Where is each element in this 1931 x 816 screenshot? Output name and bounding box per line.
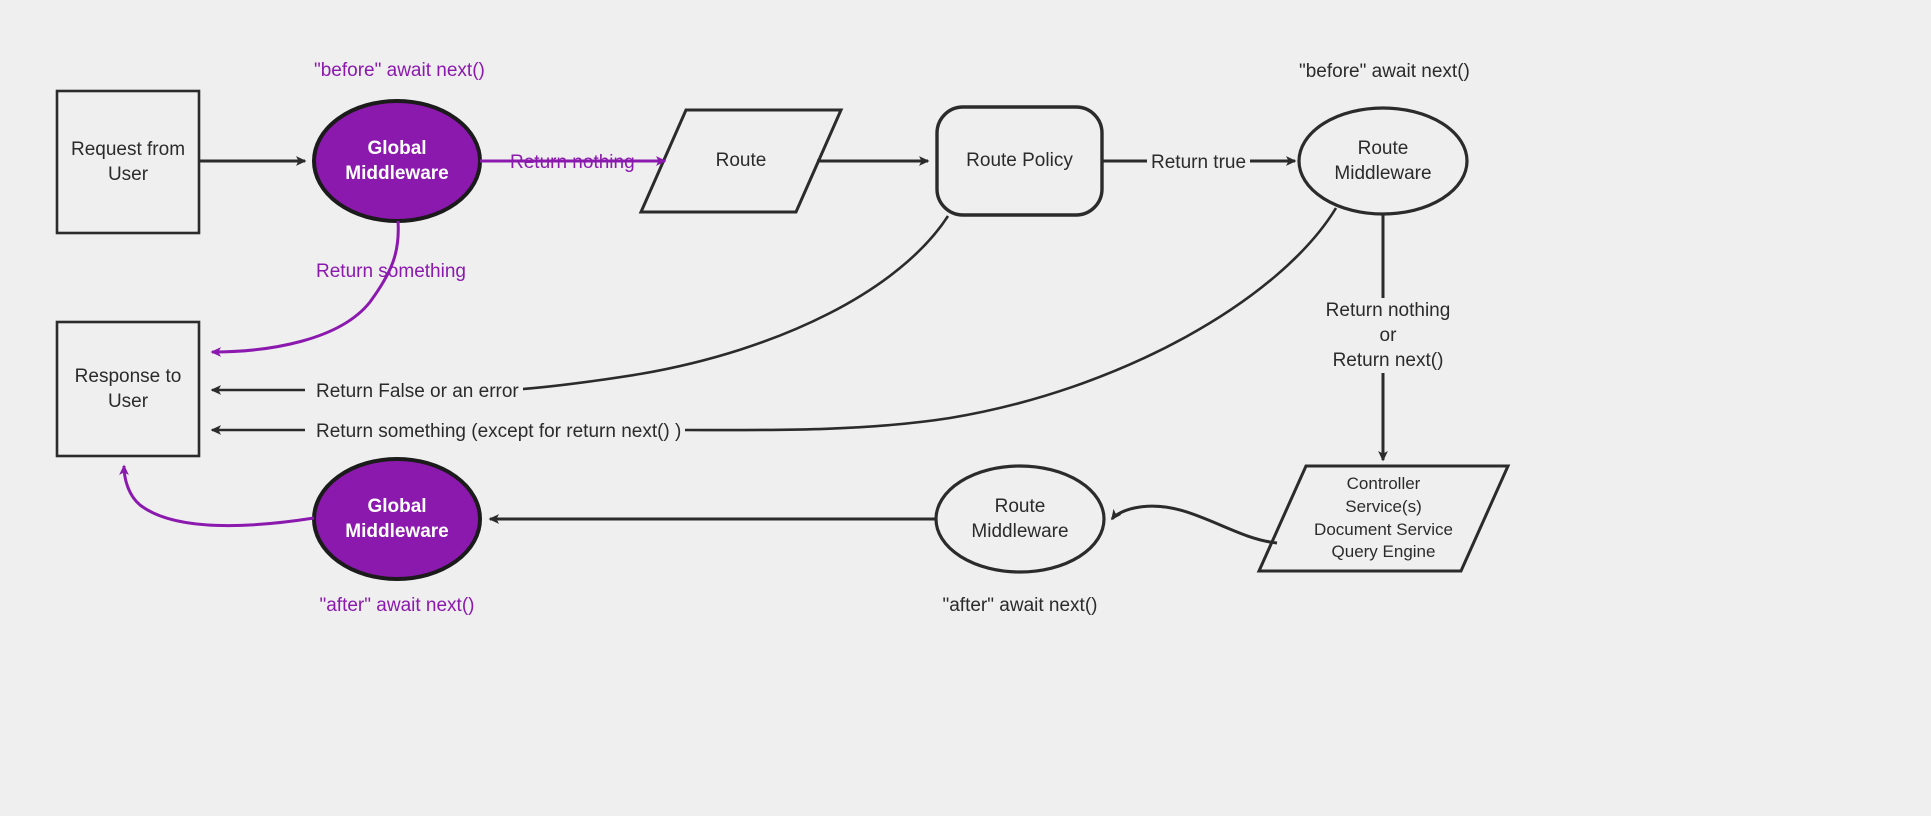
edge-label-return-true: Return true [1147, 150, 1251, 176]
node-route-middleware-top [1297, 106, 1469, 216]
edge-global-middleware-top-to-response [210, 220, 400, 357]
annotation-after-await-next-route: "after" await next() [942, 595, 1098, 616]
edge-route-middleware-to-response-something [679, 207, 1338, 432]
node-global-middleware-top [312, 99, 482, 223]
edge-global-middleware-bottom-to-response [119, 464, 315, 528]
edge-label-return-nothing-or-next: Return nothing or Return next() [1300, 298, 1476, 374]
node-request-from-user [55, 89, 201, 235]
edge-label-return-false-or-error: Return False or an error [312, 379, 523, 405]
annotation-after-await-next-global: "after" await next() [319, 595, 475, 616]
edge-route-policy-to-response-false [509, 215, 950, 392]
edge-label-return-something-except-next: Return something (except for return next… [312, 419, 686, 445]
node-route-policy [935, 105, 1104, 217]
node-global-middleware-bottom [312, 457, 482, 581]
return-nothing-or-next-line1: Return nothing [1325, 300, 1451, 321]
edge-label-return-something-global: Return something [316, 261, 466, 282]
node-controller-stack [1256, 464, 1511, 573]
node-route-middleware-bottom [934, 464, 1106, 574]
node-route [638, 108, 844, 214]
edge-label-return-nothing-global: Return nothing [510, 152, 635, 173]
edge-controller-to-route-middleware-bottom [1110, 504, 1278, 545]
node-response-to-user [55, 320, 201, 458]
annotation-before-await-next-route: "before" await next() [1299, 61, 1470, 82]
return-nothing-or-next-line2: or [1379, 325, 1397, 347]
return-nothing-or-next-line3: Return next() [1332, 350, 1444, 372]
annotation-before-await-next-global: "before" await next() [314, 60, 485, 81]
